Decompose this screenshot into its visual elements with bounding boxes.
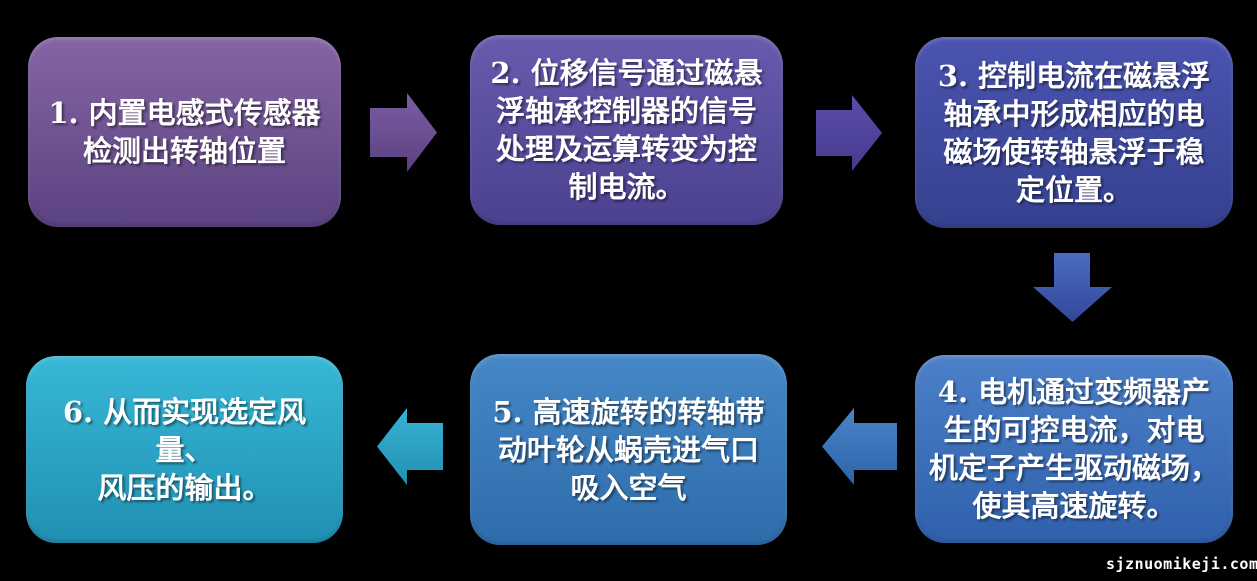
watermark-text: sjznuomikeji.com bbox=[1106, 555, 1257, 573]
left-arrow-icon-5-6 bbox=[377, 408, 443, 485]
flow-step-1-box: 1. 内置电感式传感器 检测出转轴位置 bbox=[28, 37, 341, 227]
flow-step-3-box: 3. 控制电流在磁悬浮 轴承中形成相应的电 磁场使转轴悬浮于稳 定位置。 bbox=[915, 37, 1233, 228]
flow-step-5-text: 5. 高速旋转的转轴带 动叶轮从蜗壳进气口 吸入空气 bbox=[492, 394, 765, 505]
flow-step-4-text: 4. 电机通过变频器产 生的可控电流，对电 机定子产生驱动磁场， 使其高速旋转。 bbox=[928, 375, 1219, 523]
flow-step-3-text: 3. 控制电流在磁悬浮 轴承中形成相应的电 磁场使转轴悬浮于稳 定位置。 bbox=[937, 58, 1211, 207]
flow-step-4-box: 4. 电机通过变频器产 生的可控电流，对电 机定子产生驱动磁场， 使其高速旋转。 bbox=[915, 355, 1233, 543]
down-arrow-icon-3-4 bbox=[1033, 253, 1112, 322]
flow-step-6-box: 6. 从而实现选定风量、 风压的输出。 bbox=[26, 356, 343, 543]
flow-step-2-box: 2. 位移信号通过磁悬 浮轴承控制器的信号 处理及运算转变为控 制电流。 bbox=[470, 35, 783, 225]
flow-step-5-box: 5. 高速旋转的转轴带 动叶轮从蜗壳进气口 吸入空气 bbox=[470, 354, 787, 545]
flow-step-6-text: 6. 从而实现选定风量、 风压的输出。 bbox=[62, 394, 307, 505]
right-arrow-icon-2-3 bbox=[816, 95, 882, 171]
flow-step-1-text: 1. 内置电感式传感器 检测出转轴位置 bbox=[48, 96, 321, 168]
flow-step-2-text: 2. 位移信号通过磁悬 浮轴承控制器的信号 处理及运算转变为控 制电流。 bbox=[490, 56, 763, 204]
left-arrow-icon-4-5 bbox=[822, 408, 897, 485]
right-arrow-icon-1-2 bbox=[370, 93, 437, 172]
